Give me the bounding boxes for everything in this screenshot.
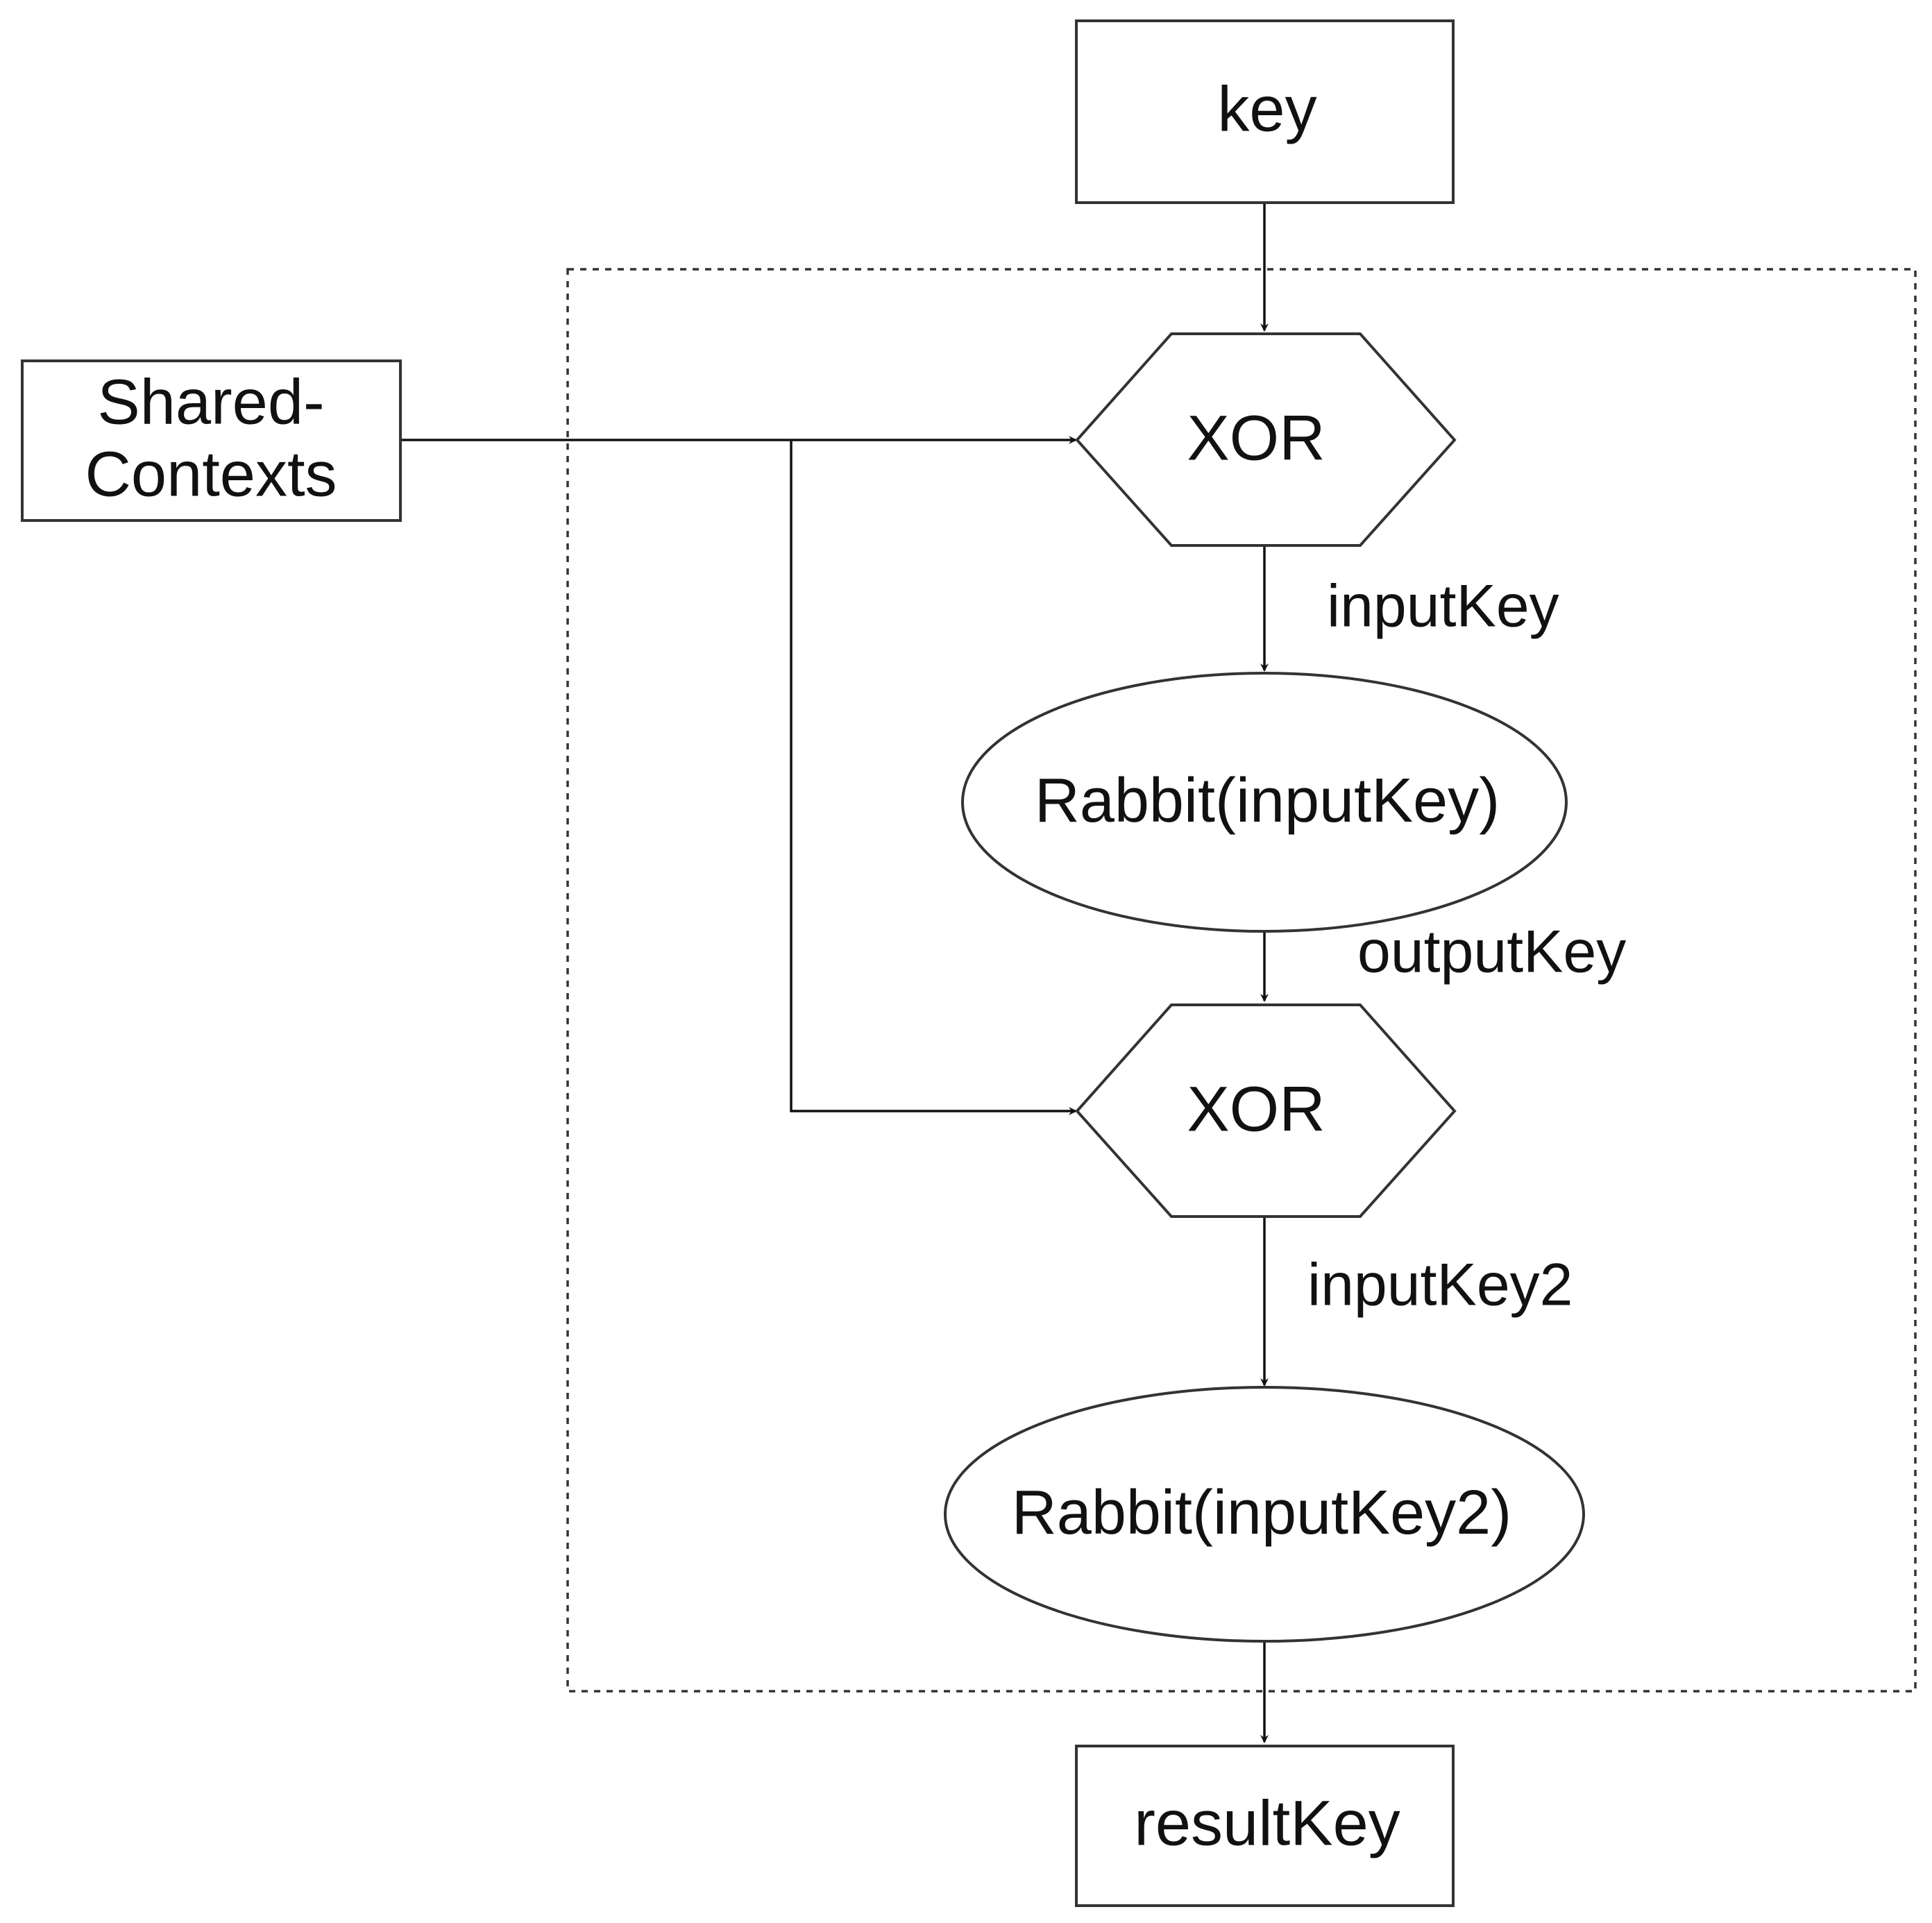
result-key-label: resultKey [1134,1788,1400,1858]
edge-shared-contexts-to-xor-2 [790,440,1077,1115]
shared-contexts-label-line-2: Contexts [85,439,337,509]
result-key-node: resultKey [1075,1745,1455,1907]
xor-2-node: XOR [1075,1003,1457,1218]
rabbit-1-label: Rabbit(inputKey) [1035,766,1500,836]
edge-label-input-key-2: inputKey2 [1307,1252,1573,1319]
xor-2-label: XOR [1187,1074,1325,1144]
rabbit-1-node: Rabbit(inputKey) [961,672,1568,933]
key-node-label: key [1217,74,1316,144]
xor-1-label: XOR [1187,403,1325,473]
xor-1-node: XOR [1075,332,1457,547]
rabbit-2-node: Rabbit(inputKey2) [944,1386,1585,1643]
key-node: key [1075,19,1455,204]
shared-contexts-node: Shared- Contexts [21,359,402,522]
edge-label-output-key: outputKey [1357,919,1626,985]
rabbit-2-label: Rabbit(inputKey2) [1012,1478,1511,1548]
shared-contexts-label-line-1: Shared- [97,366,324,437]
edge-label-input-key: inputKey [1327,573,1559,640]
edges [401,203,1269,1743]
